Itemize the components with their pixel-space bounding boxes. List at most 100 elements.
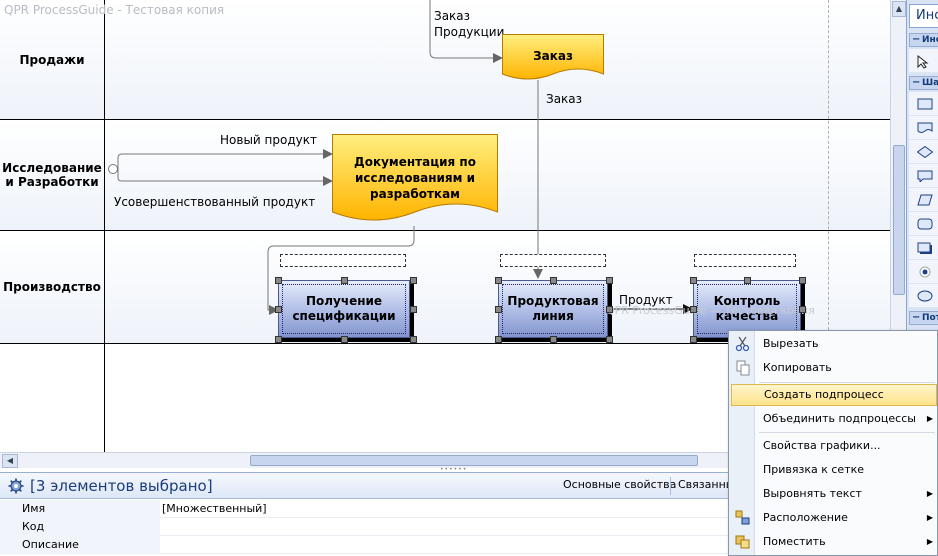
- menu-item-place-label: Поместить: [763, 535, 826, 548]
- resize-handle[interactable]: [690, 306, 697, 313]
- menu-item-cut[interactable]: Вырезать: [731, 333, 937, 355]
- shape-prod-line[interactable]: Продуктовая линия: [498, 280, 608, 338]
- lane-header-divider: [104, 0, 105, 452]
- toolbox-section-flows[interactable]: Потоки: [909, 311, 938, 325]
- submenu-arrow-icon: ▶: [926, 537, 933, 546]
- shape-selection-placeholder: [500, 254, 606, 267]
- vertical-scroll-thumb[interactable]: [893, 145, 905, 295]
- shape-quality-label: Контроль качества: [713, 294, 781, 323]
- property-row[interactable]: Описание: [0, 536, 906, 554]
- splitter-grip-icon[interactable]: ••••••: [440, 466, 468, 473]
- property-row[interactable]: Код: [0, 518, 906, 536]
- menu-item-merge-subprocesses-label: Объединить подпроцессы: [763, 412, 916, 425]
- property-key-name: Имя: [0, 500, 160, 518]
- flow-label-order: Заказ: [546, 92, 583, 106]
- menu-item-align-text[interactable]: Выровнять текст ▶: [731, 483, 937, 505]
- decision-icon: [917, 146, 933, 158]
- menu-item-arrange-label: Расположение: [763, 511, 848, 524]
- flow-doc-to-spec: [267, 226, 415, 315]
- flow-start-connector-icon: [108, 164, 118, 174]
- submenu-arrow-icon: ▶: [926, 414, 933, 423]
- resize-handle[interactable]: [606, 306, 613, 313]
- resize-handle[interactable]: [550, 277, 557, 284]
- toolbox-decision[interactable]: [909, 140, 938, 164]
- toolbox-pointer[interactable]: [909, 49, 938, 73]
- resize-handle[interactable]: [550, 336, 557, 343]
- shape-selection-placeholder: [694, 254, 796, 267]
- toolbox-rectangle[interactable]: [909, 92, 938, 116]
- toolbox-shadow-rect[interactable]: [909, 236, 938, 260]
- shape-prod-line-label: Продуктовая линия: [507, 294, 599, 323]
- menu-item-copy[interactable]: Копировать: [731, 357, 937, 379]
- tab-related[interactable]: Связанны: [678, 478, 735, 491]
- resize-handle[interactable]: [606, 277, 613, 284]
- menu-item-merge-subprocesses[interactable]: Объединить подпроцессы ▶: [731, 408, 937, 430]
- shape-get-spec[interactable]: Получение спецификации: [278, 280, 410, 338]
- resize-handle[interactable]: [410, 277, 417, 284]
- horizontal-scroll-thumb[interactable]: [250, 455, 698, 466]
- note-icon: [917, 170, 933, 182]
- resize-handle[interactable]: [410, 336, 417, 343]
- tab-separator: [670, 477, 671, 495]
- menu-item-graphic-properties[interactable]: Свойства графики...: [731, 435, 937, 457]
- toolbox-document[interactable]: [909, 116, 938, 140]
- scroll-up-icon[interactable]: ▲: [892, 1, 906, 17]
- resize-handle[interactable]: [799, 277, 806, 284]
- toolbox-parallelogram[interactable]: [909, 188, 938, 212]
- toolbox-section-templates[interactable]: Шаблоны: [909, 76, 938, 90]
- tab-basic-properties[interactable]: Основные свойства: [563, 478, 677, 491]
- copy-icon: [736, 360, 750, 376]
- resize-handle[interactable]: [744, 277, 751, 284]
- toolbox-rounded-rect[interactable]: [909, 212, 938, 236]
- lane-label-sales: Продажи: [19, 52, 85, 67]
- resize-handle[interactable]: [275, 336, 282, 343]
- resize-handle[interactable]: [341, 336, 348, 343]
- resize-handle[interactable]: [410, 306, 417, 313]
- scroll-left-icon[interactable]: ◀: [2, 454, 18, 468]
- submenu-arrow-icon: ▶: [926, 489, 933, 498]
- resize-handle[interactable]: [690, 336, 697, 343]
- flow-new-product: [117, 149, 333, 169]
- ellipse-icon: [917, 290, 933, 302]
- toolbox-section-tools[interactable]: Инструменты: [909, 33, 938, 47]
- property-value-name[interactable]: [Множественный]: [162, 502, 267, 515]
- resize-handle[interactable]: [341, 277, 348, 284]
- menu-item-graphic-properties-label: Свойства графики...: [763, 439, 881, 452]
- toolbox-note[interactable]: [909, 164, 938, 188]
- resize-handle[interactable]: [275, 306, 282, 313]
- menu-item-arrange[interactable]: Расположение ▶: [731, 507, 937, 529]
- shape-rnd-doc-label: Документация по исследованиям и разработ…: [354, 155, 476, 201]
- resize-handle[interactable]: [495, 336, 502, 343]
- flow-label-order-products-1: Заказ Продукции: [434, 8, 506, 40]
- resize-handle[interactable]: [606, 336, 613, 343]
- resize-handle[interactable]: [690, 277, 697, 284]
- shape-order[interactable]: Заказ: [502, 34, 604, 84]
- lane-sales[interactable]: Продажи: [0, 0, 890, 120]
- property-key-code: Код: [0, 518, 160, 536]
- resize-handle[interactable]: [495, 306, 502, 313]
- menu-item-cut-label: Вырезать: [763, 337, 819, 350]
- resize-handle[interactable]: [799, 306, 806, 313]
- event-icon: [919, 266, 931, 278]
- menu-item-place[interactable]: Поместить ▶: [731, 531, 937, 553]
- menu-separator: [759, 382, 935, 383]
- flow-order-products: [429, 0, 503, 63]
- resize-handle[interactable]: [495, 277, 502, 284]
- shape-rnd-doc[interactable]: Документация по исследованиям и разработ…: [332, 134, 498, 228]
- horizontal-scrollbar[interactable]: ◀ ▶: [0, 452, 906, 468]
- document-shape-icon: [502, 34, 604, 80]
- properties-panel: [3 элементов выбрано] Основные свойства …: [0, 472, 906, 556]
- lane-label-production: Производство: [3, 280, 101, 294]
- toolbox-ellipse[interactable]: [909, 284, 938, 308]
- property-row[interactable]: Имя [Множественный]: [0, 500, 906, 518]
- menu-item-create-subprocess[interactable]: Создать подпроцесс: [731, 384, 937, 406]
- resize-handle[interactable]: [275, 277, 282, 284]
- flow-label-order-products: Заказ Продукции: [434, 9, 505, 39]
- menu-item-snap-to-grid[interactable]: Привязка к сетке: [731, 459, 937, 481]
- shape-quality[interactable]: Контроль качества: [693, 280, 801, 338]
- menu-item-snap-to-grid-label: Привязка к сетке: [763, 463, 865, 476]
- toolbox-title: Инструменты: [909, 4, 938, 28]
- toolbox-event[interactable]: [909, 260, 938, 284]
- document-shape-icon: [332, 134, 498, 221]
- menu-item-align-text-label: Выровнять текст: [763, 487, 862, 500]
